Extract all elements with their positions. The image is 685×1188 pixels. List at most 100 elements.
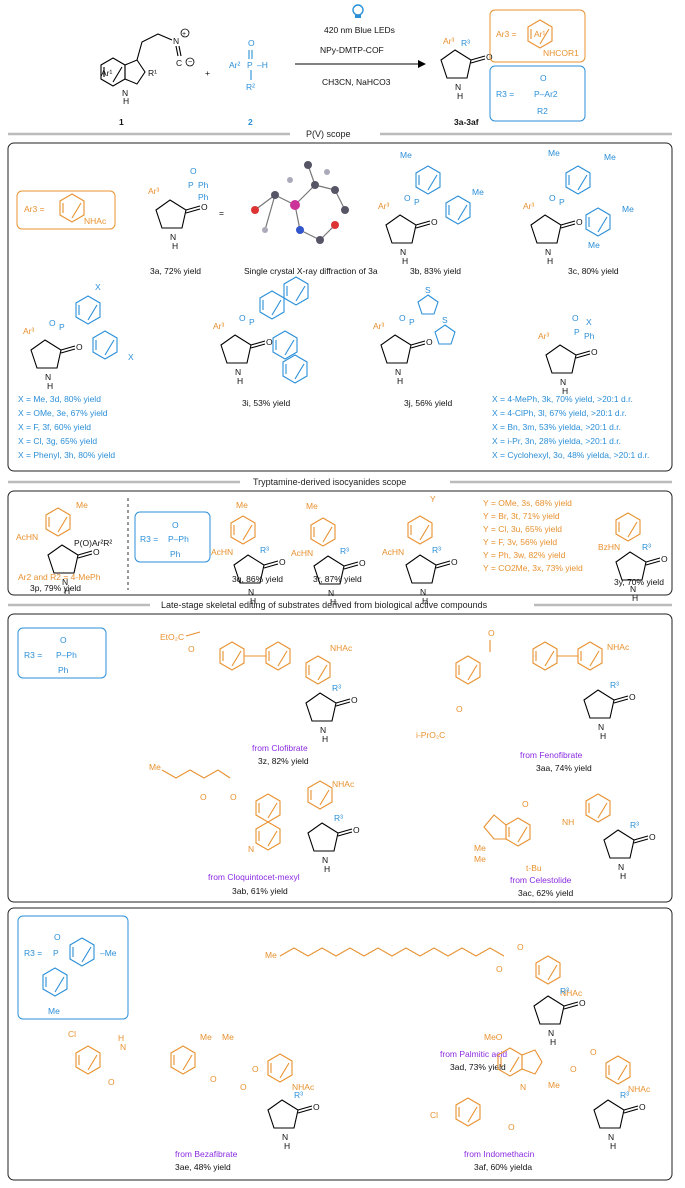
svg-text:i-PrO₂C: i-PrO₂C xyxy=(416,730,445,740)
svg-text:Ar³: Ar³ xyxy=(373,321,385,331)
svg-text:Ar³: Ar³ xyxy=(538,331,550,341)
svg-text:O: O xyxy=(108,1077,115,1087)
header-reaction: Ar¹ R¹ N H N C + − + Ar² P O –H R² 1 2 xyxy=(100,4,586,127)
svg-text:R³: R³ xyxy=(620,1090,629,1100)
source-cloquintocet: from Cloquintocet-mexyl xyxy=(208,872,300,882)
svg-text:Y: Y xyxy=(430,494,436,504)
svg-text:P: P xyxy=(249,317,255,327)
ar3-box-label: Ar3 = xyxy=(24,204,45,214)
product-label: 3a-3af xyxy=(454,117,479,127)
x-item: X = Bn, 3m, 53% yielda, >20:1 d.r. xyxy=(492,422,621,432)
svg-text:Me: Me xyxy=(48,1006,60,1016)
svg-text:Cl: Cl xyxy=(68,1029,76,1039)
compound-3r-structure: Me AcHN R³ xyxy=(291,501,367,608)
x-item: X = i-Pr, 3n, 28% yielda, >20:1 d.r. xyxy=(492,436,621,446)
svg-text:P: P xyxy=(574,327,580,337)
svg-text:Ar²: Ar² xyxy=(229,60,241,70)
svg-text:O: O xyxy=(517,942,524,952)
svg-text:Me: Me xyxy=(222,1032,234,1042)
compound-3s-3x-structure: Y AcHN R³ xyxy=(382,494,459,607)
source-bezafibrate: from Bezafibrate xyxy=(175,1149,238,1159)
compound-3ad-structure: Me O O NHAc R³ xyxy=(265,942,587,1048)
product-scaffold: Ar³ R³ xyxy=(440,36,494,102)
x-item: X = Phenyl, 3h, 80% yield xyxy=(18,450,115,460)
svg-text:Ph: Ph xyxy=(198,192,209,202)
svg-text:R³: R³ xyxy=(334,813,343,823)
svg-text:Ar³: Ar³ xyxy=(148,186,160,196)
svg-text:Me: Me xyxy=(200,1032,212,1042)
r3-def-sub: P–Ar2 xyxy=(534,89,558,99)
condition-light: 420 nm Blue LEDs xyxy=(324,25,395,35)
x-item: X = Me, 3d, 80% yield xyxy=(18,394,101,404)
ar3-def-label: Ar3 = xyxy=(496,29,517,39)
svg-text:O: O xyxy=(60,635,67,645)
caption-3r: 3r, 87% yield xyxy=(313,574,362,584)
svg-text:O: O xyxy=(49,318,56,328)
caption-3b: 3b, 83% yield xyxy=(410,266,461,276)
svg-text:O: O xyxy=(549,193,556,203)
svg-text:X: X xyxy=(128,352,134,362)
svg-text:Ph: Ph xyxy=(198,180,209,190)
svg-text:O: O xyxy=(508,1122,515,1132)
compound-3ae-structure: Cl O N H O Me Me O O NHAc R³ xyxy=(68,1029,321,1152)
caption-3aa: 3aa, 74% yield xyxy=(536,763,592,773)
caption-xray: Single crystal X-ray diffraction of 3a xyxy=(244,266,378,276)
svg-text:R³: R³ xyxy=(332,683,341,693)
r3-ptol2-box xyxy=(17,915,129,1020)
svg-text:Ph: Ph xyxy=(170,549,181,559)
source-palmitic: from Palmitic acid xyxy=(440,1049,507,1059)
section-tryp-title: Tryptamine-derived isocyanides scope xyxy=(253,477,406,487)
section-late-title: Late-stage skeletal editing of substrate… xyxy=(161,600,488,610)
svg-text:N: N xyxy=(520,1082,526,1092)
svg-text:MeO: MeO xyxy=(484,1032,503,1042)
svg-text:Me: Me xyxy=(149,762,161,772)
compound-3p-structure: Me AcHN P(O)Ar²R² xyxy=(16,500,112,597)
svg-text:+: + xyxy=(182,31,186,38)
svg-text:O: O xyxy=(570,1064,577,1074)
y-item: Y = Br, 3t, 71% yield xyxy=(483,511,560,521)
x-list-right: X = 4-MePh, 3k, 70% yield, >20:1 d.r. X … xyxy=(492,394,649,460)
svg-text:O: O xyxy=(399,313,406,323)
late-stage-panel xyxy=(7,613,673,903)
svg-text:Ar³: Ar³ xyxy=(213,321,225,331)
svg-text:R³: R³ xyxy=(642,542,651,552)
svg-text:P: P xyxy=(53,948,59,958)
pv-scope-panel xyxy=(7,142,673,472)
ar3-def-sub: NHCOR1 xyxy=(543,48,579,58)
svg-text:NHAc: NHAc xyxy=(560,988,583,998)
caption-3j: 3j, 56% yield xyxy=(404,398,452,408)
svg-text:O: O xyxy=(188,644,195,654)
svg-text:Ar³: Ar³ xyxy=(443,36,455,46)
svg-text:O: O xyxy=(172,520,179,530)
caption-3q: 3q, 86% yield xyxy=(232,574,283,584)
r3-box-label: R3 = xyxy=(140,534,158,544)
svg-text:Me: Me xyxy=(400,150,412,160)
svg-text:NHAc: NHAc xyxy=(628,1084,651,1094)
caption-3p-sub: Ar2 and R2 = 4-MePh xyxy=(18,572,101,582)
svg-text:N: N xyxy=(122,88,128,98)
svg-text:–Me: –Me xyxy=(100,948,117,958)
source-fenofibrate: from Fenofibrate xyxy=(520,750,583,760)
svg-text:Me: Me xyxy=(548,1080,560,1090)
svg-text:Me: Me xyxy=(306,501,318,511)
svg-text:Me: Me xyxy=(474,854,486,864)
svg-text:R³: R³ xyxy=(610,680,619,690)
r3-definition-box xyxy=(489,65,586,122)
svg-text:N: N xyxy=(173,36,179,46)
svg-text:t-Bu: t-Bu xyxy=(526,863,542,873)
svg-text:C: C xyxy=(176,58,182,68)
x-list-left: X = Me, 3d, 80% yield X = OMe, 3e, 67% y… xyxy=(18,394,115,460)
r3-pph2-box xyxy=(134,511,211,563)
svg-text:P: P xyxy=(559,197,565,207)
section-pv-title: P(V) scope xyxy=(306,129,351,139)
svg-text:Me: Me xyxy=(265,950,277,960)
svg-text:−: − xyxy=(188,59,192,66)
svg-text:Cl: Cl xyxy=(430,1110,438,1120)
svg-text:R³: R³ xyxy=(630,820,639,830)
x-item: X = 4-ClPh, 3l, 67% yield, >20:1 d.r. xyxy=(492,408,627,418)
svg-text:O: O xyxy=(540,73,547,83)
svg-text:N: N xyxy=(120,1042,126,1052)
